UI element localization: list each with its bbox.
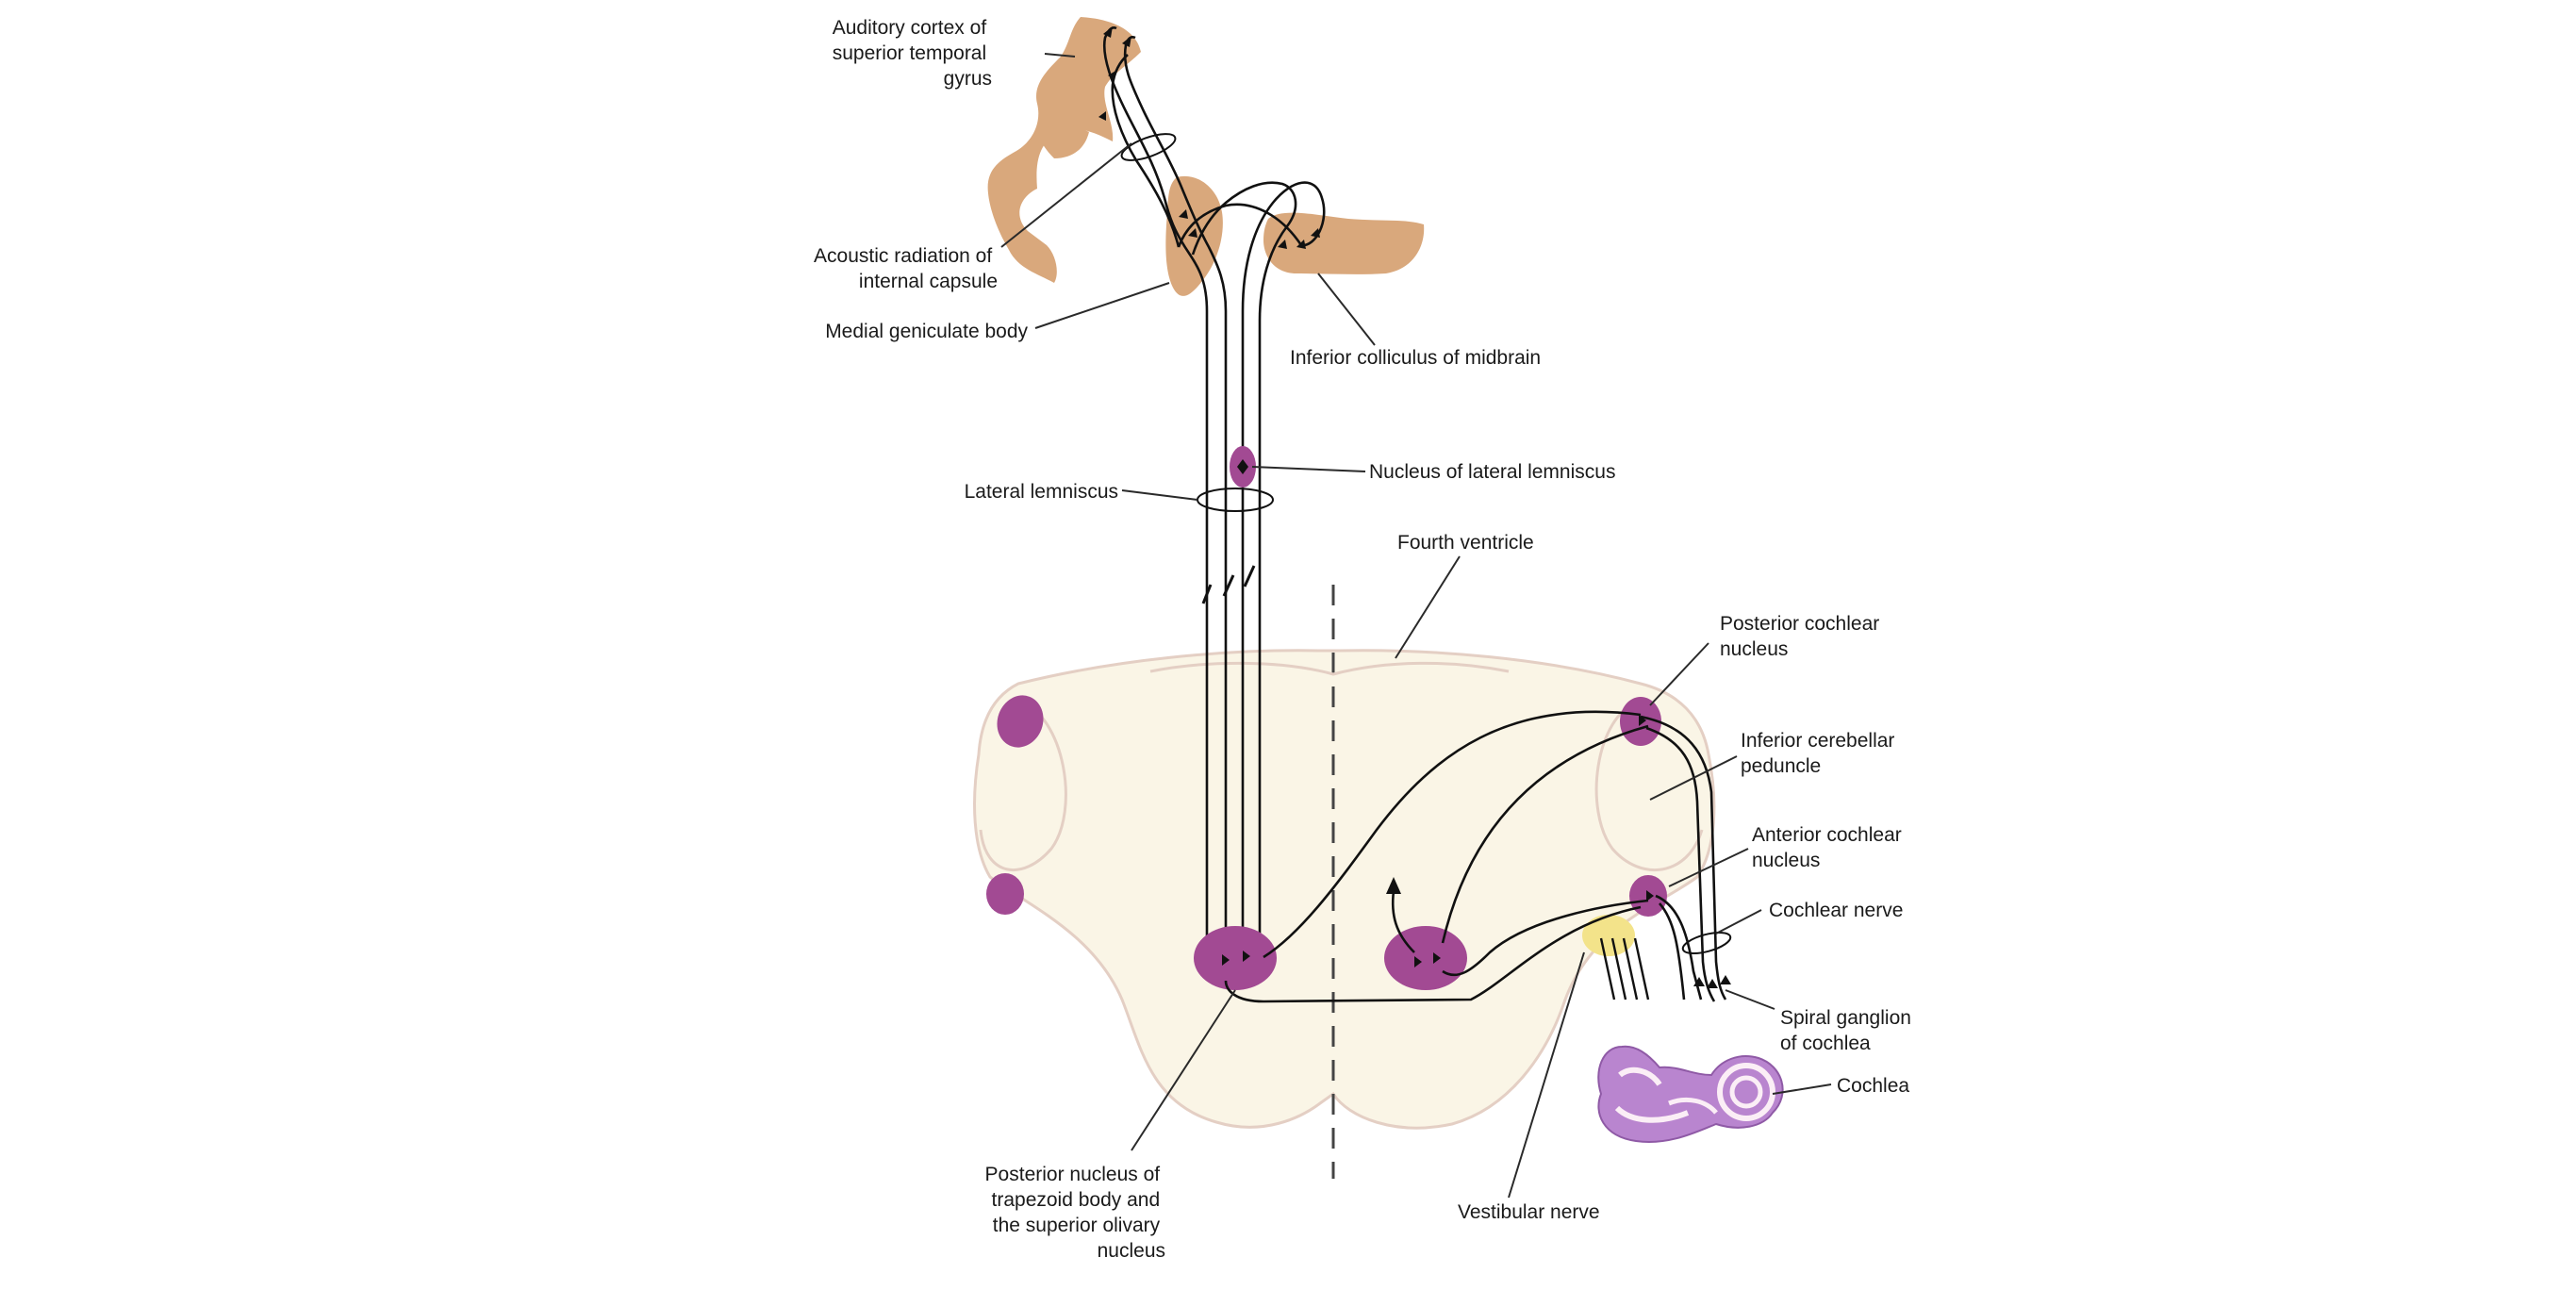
label-cochlea: Cochlea [1837,1075,1909,1097]
left-posterior-cochlear-nucleus [997,695,1044,748]
leader-lines [1000,53,1832,1199]
label-inferior-colliculus: Inferior colliculus of midbrain [1290,347,1541,369]
vestibular-nucleus [1582,915,1635,956]
contralateral-olivary-nucleus [1384,926,1467,990]
label-medial-geniculate: Medial geniculate body [825,321,1028,342]
lemniscus-ticks [1201,565,1256,604]
cortex-and-midbrain [987,17,1425,296]
label-spiral-ganglion: Spiral ganglion of cochlea [1780,1007,1917,1054]
label-nucleus-lateral-lemniscus: Nucleus of lateral lemniscus [1369,461,1615,483]
label-inferior-cerebellar: Inferior cerebellar peduncle [1741,730,1900,777]
label-lateral-lemniscus: Lateral lemniscus [965,481,1118,503]
medulla-cross-section [973,585,1716,1179]
fiber-terminals [1098,26,1320,249]
label-acoustic-radiation: Acoustic radiation of internal capsule [814,245,998,292]
spiral-ganglion-terminals [1693,975,1731,988]
left-anterior-cochlear-nucleus [986,873,1024,915]
cochlea-illustration [1597,1045,1784,1143]
cochlear-nerve-ring [1681,932,1732,954]
label-auditory-cortex: Auditory cortex of superior temporal gyr… [833,17,992,90]
label-vestibular-nerve: Vestibular nerve [1458,1201,1600,1223]
auditory-cortex-shape [987,17,1141,283]
label-posterior-cochlear: Posterior cochlear nucleus [1720,613,1885,660]
inferior-colliculus-shape [1263,212,1425,274]
superior-olivary-nucleus [1194,926,1277,990]
label-posterior-nucleus-trapezoid: Posterior nucleus of trapezoid body and … [985,1164,1165,1262]
label-cochlear-nerve: Cochlear nerve [1769,900,1903,921]
acoustic-radiation-ring [1120,133,1177,161]
label-anterior-cochlear: Anterior cochlear nucleus [1752,824,1907,871]
brainstem-fibers [1224,710,1727,1003]
diagram-labels: Auditory cortex of superior temporal gyr… [814,17,1917,1262]
label-fourth-ventricle: Fourth ventricle [1397,532,1534,554]
lateral-lemniscus-ring [1197,488,1274,512]
